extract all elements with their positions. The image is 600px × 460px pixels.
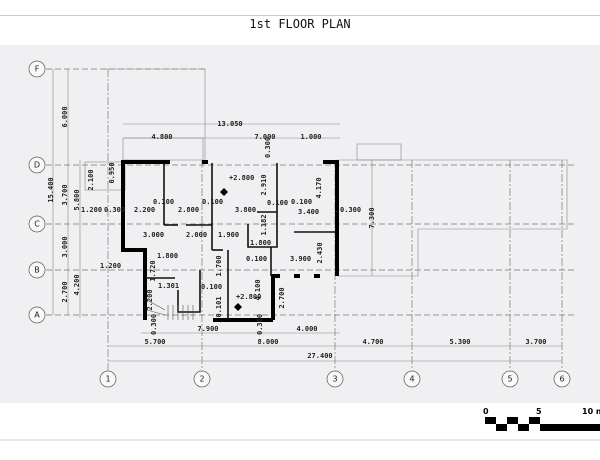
dim-label: 0.300 [104,206,125,214]
room-dim: 4.170 [315,177,323,198]
dim-label: 7.000 [254,133,275,141]
scale-label: 10 m [582,407,600,416]
grid-col-label: 2 [199,375,204,384]
dim-label: 4.800 [151,133,172,141]
room-dim: 1.900 [218,231,239,239]
dimension-labels: 27.400 5.700 8.000 4.700 5.300 3.700 0.3… [47,106,547,360]
grid-row-label: B [34,266,40,275]
room-dim: 0.100 [202,198,223,206]
grid-col-bubbles [99,370,571,388]
walls [121,160,339,322]
grid-col-label: 3 [332,375,337,384]
dim-label: 1.200 [81,206,102,214]
grid-col-label: 1 [105,375,110,384]
dim-label: 3.700 [525,338,546,346]
room-dim: 0.100 [201,283,222,291]
dim-label: 2.100 [87,169,95,190]
room-dim: 3.800 [235,206,256,214]
grid-row-label: A [34,311,40,320]
level-mark: +2.800 [229,174,254,182]
terrace-outlines [84,68,568,277]
room-dim: 2.700 [278,287,286,308]
grid-col-label: 4 [409,375,414,384]
room-dim: 2.910 [260,174,268,195]
room-dim: 2.200 [146,289,154,310]
dim-label: 0.300 [264,137,272,158]
dim-label: 7.900 [197,325,218,333]
scale-label: 5 [536,407,542,416]
overall-width-dim: 27.400 [307,352,332,360]
room-dim: 0.101 [215,296,223,317]
dim-label: 13.050 [217,120,242,128]
grid-col-label: 6 [559,375,564,384]
dim-label: 3.700 [61,184,69,205]
room-dim: 2.200 [134,206,155,214]
dim-label: 4.700 [362,338,383,346]
dim-label: 15.400 [47,177,55,202]
room-dim: 3.900 [290,255,311,263]
room-dim: 1.800 [157,252,178,260]
dim-label: 0.300 [256,314,264,335]
grid-row-label: C [34,220,40,229]
grid-row-bubbles [28,60,46,324]
scale-bar [485,417,600,431]
room-dim: 1.182 [260,214,268,235]
room-dim: 0.100 [246,255,267,263]
dim-label: 5.700 [144,338,165,346]
grid-col-label: 5 [507,375,512,384]
grid-row-label: D [34,161,40,170]
dim-label: 1.200 [100,262,121,270]
room-dim: 3.400 [298,208,319,216]
dimension-lines [52,69,562,362]
grid-row-label: F [35,65,40,74]
dim-label: 4.000 [296,325,317,333]
room-dim: 0.100 [291,198,312,206]
dim-label: 6.000 [61,106,69,127]
dim-label: 7.300 [368,207,376,228]
room-dim: 2.430 [316,242,324,263]
room-dim: 4.100 [254,279,262,300]
level-marker-icon [220,188,242,311]
room-dim: 0.100 [153,198,174,206]
dim-label: 4.200 [73,274,81,295]
dim-label: 8.000 [257,338,278,346]
room-dim: 0.100 [267,199,288,207]
dim-label: 0.950 [108,162,116,183]
room-dim: 2.800 [178,206,199,214]
room-dim: 1.800 [250,239,271,247]
room-dim: 3.000 [143,231,164,239]
dim-label: 0.300 [150,314,158,335]
level-mark: +2.800 [236,293,261,301]
room-dim: 1.720 [149,260,157,281]
dim-label: 1.000 [300,133,321,141]
room-dim: 1.301 [158,282,179,290]
plan-title: 1st FLOOR PLAN [249,17,351,31]
dim-label: 0.300 [340,206,361,214]
dim-label: 3.000 [61,236,69,257]
dim-label: 2.700 [61,281,69,302]
stairs [146,299,194,320]
dim-label: 5.800 [73,189,81,210]
dim-label: 5.300 [449,338,470,346]
room-dim: 2.000 [186,231,207,239]
room-dim: 1.700 [215,255,223,276]
scale-label: 0 [483,407,489,416]
